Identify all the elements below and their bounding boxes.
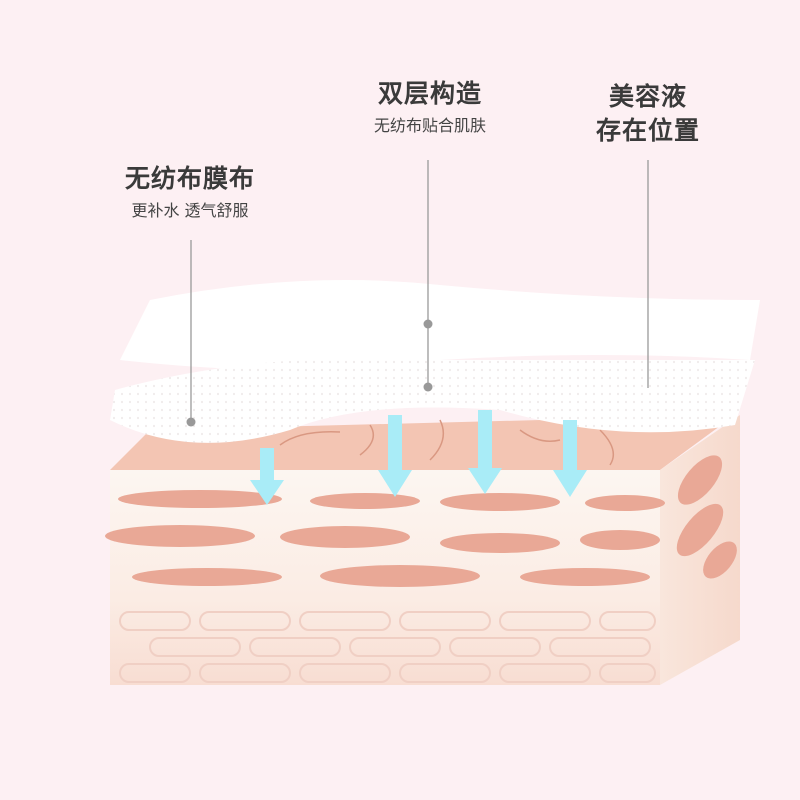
label-title-line1: 美容液 <box>608 82 687 111</box>
skin-side-face <box>660 415 740 685</box>
label-title-line2: 存在位置 <box>595 116 700 145</box>
label-nonwoven: 无纺布膜布 更补水 透气舒服 <box>90 162 290 222</box>
arrow-down-icon <box>553 420 587 497</box>
mask-top-layer <box>120 280 760 370</box>
skin-cracks <box>279 419 615 466</box>
label-title: 无纺布膜布 <box>124 164 255 193</box>
arrow-down-icon <box>468 410 502 494</box>
basal-cells <box>119 611 656 683</box>
label-subtitle: 更补水 透气舒服 <box>131 201 249 220</box>
cell-layer <box>105 455 737 587</box>
label-subtitle: 无纺布贴合肌肤 <box>373 116 486 135</box>
label-double-layer: 双层构造 无纺布贴合肌肤 <box>330 77 530 137</box>
arrow-down-icon <box>378 415 412 497</box>
skin-block <box>105 415 740 685</box>
arrow-down-icon <box>250 448 284 505</box>
serum-arrows <box>250 410 587 505</box>
pointer-lines <box>186 160 649 427</box>
label-serum: 美容液 存在位置 <box>558 80 738 148</box>
label-title: 双层构造 <box>377 79 482 108</box>
